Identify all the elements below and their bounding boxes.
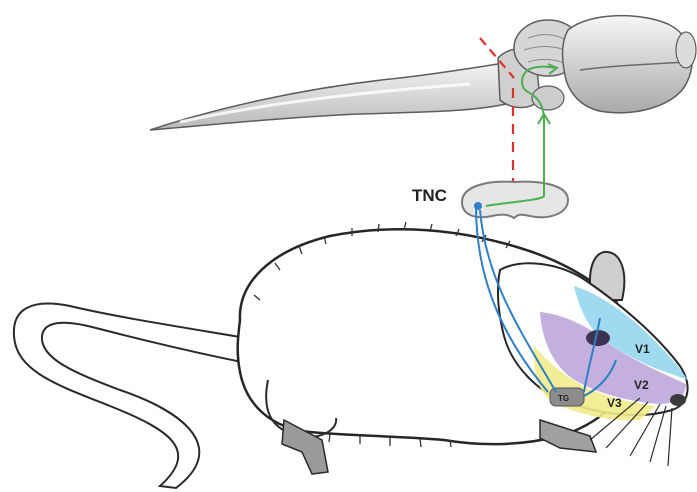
v2-label: V2 (634, 378, 649, 392)
mouse: TG V1 V2 V3 (14, 222, 688, 488)
tnc-label: TNC (412, 186, 447, 205)
v1-label: V1 (635, 342, 650, 356)
olfactory-bulb (676, 32, 696, 68)
afferent-terminal (475, 203, 481, 209)
cerebrum (563, 16, 693, 113)
brain-and-spinal-cord (150, 16, 696, 130)
tnc-outline (462, 182, 568, 218)
mouse-nose (670, 394, 686, 406)
mouse-tail (14, 304, 262, 488)
tg-label: TG (558, 394, 569, 403)
v3-label: V3 (607, 396, 622, 410)
